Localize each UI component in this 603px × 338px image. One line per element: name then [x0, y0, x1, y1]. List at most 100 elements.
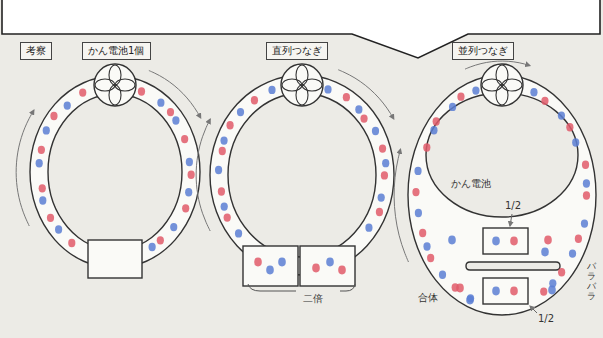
charge-dot [157, 98, 164, 106]
charge-dot [278, 258, 286, 267]
charge-dot [324, 85, 331, 93]
charge-dot [38, 146, 45, 154]
charge-dot [566, 123, 573, 131]
battery-box [243, 246, 298, 286]
charge-dot [583, 179, 590, 187]
charge-dot [448, 236, 456, 245]
charge-dot [415, 209, 422, 217]
heading-text: かん電池1個 [88, 45, 145, 57]
charge-dot [167, 108, 174, 116]
charge-dot [215, 166, 222, 174]
motor-symbol [281, 64, 323, 106]
charge-dot [492, 237, 500, 246]
charge-dot [378, 193, 385, 201]
charge-dot [188, 171, 195, 179]
charge-dot [433, 117, 440, 125]
charge-dot [381, 171, 388, 179]
charge-dot [64, 101, 71, 109]
charge-dot [186, 158, 193, 166]
wire-loop [30, 76, 200, 268]
motor-symbol [94, 64, 136, 106]
charge-dot [157, 236, 164, 244]
charge-dot [185, 188, 192, 196]
charge-dot [541, 97, 548, 105]
charge-dot [376, 208, 383, 216]
charge-dot [430, 126, 437, 134]
charge-dot [251, 96, 258, 104]
charge-dot [414, 167, 421, 175]
charge-dot [530, 88, 537, 96]
heading-text: 考察 [26, 45, 46, 57]
heading-box: かん電池1個 [82, 42, 151, 60]
charge-dot [558, 268, 565, 276]
charge-dot [79, 88, 86, 96]
charge-dot [492, 287, 500, 296]
charge-dot [457, 92, 464, 100]
charge-dot [338, 266, 346, 275]
flow-arrow [394, 149, 408, 262]
charge-dot [575, 235, 582, 243]
charge-dot [39, 196, 46, 204]
charge-dot [427, 254, 434, 262]
wire-loop [210, 75, 394, 275]
charge-dot [582, 161, 589, 169]
heading-box: 直列つなぎ [266, 42, 328, 60]
annotation-label: 1/2 [505, 200, 521, 212]
charge-dot [456, 284, 464, 293]
annotation-label: バラバラ [587, 262, 596, 302]
charge-dot [221, 202, 228, 210]
charge-dot [355, 105, 362, 113]
charge-dot [412, 188, 419, 196]
charge-dot [449, 103, 456, 111]
annotation-label: かん電池 [451, 178, 491, 190]
charge-dot [170, 223, 177, 231]
charge-dot [360, 114, 367, 122]
annotation-label: 合体 [418, 292, 438, 304]
flow-arrow [16, 110, 34, 226]
charge-dot [237, 108, 244, 116]
leader-arrow [510, 214, 512, 226]
charge-dot [423, 242, 430, 250]
flow-arrow [338, 70, 394, 119]
charge-dot [43, 126, 50, 134]
charge-dot [423, 143, 430, 151]
charge-dot [182, 204, 189, 212]
charge-dot [419, 229, 426, 237]
battery-box [88, 240, 142, 278]
charge-dot [382, 159, 389, 167]
charge-dot [172, 116, 179, 124]
heading-text: 直列つなぎ [272, 45, 322, 57]
flow-arrow [196, 119, 210, 231]
heading-box: 考察 [20, 42, 52, 60]
annotation-label: 1/2 [538, 313, 554, 325]
charge-dot [343, 93, 350, 101]
charge-dot [439, 271, 446, 279]
bracket [248, 284, 355, 291]
charge-dot [541, 248, 549, 257]
flow-arrow [465, 61, 530, 69]
charge-dot [47, 214, 54, 222]
motor-symbol [481, 64, 523, 106]
charge-dot [548, 286, 556, 295]
charge-dot [312, 264, 320, 273]
leader-arrow [530, 306, 537, 313]
charge-dot [235, 229, 242, 237]
charge-dot [583, 191, 590, 199]
charge-dot [219, 147, 226, 155]
charge-dot [55, 225, 62, 233]
charge-dot [372, 127, 379, 135]
charge-dot [326, 258, 334, 267]
wire-loop [408, 75, 596, 315]
charge-dot [39, 184, 46, 192]
charge-dot [36, 159, 43, 167]
charge-dot [510, 287, 518, 296]
charge-dot [149, 243, 156, 251]
charge-dot [254, 258, 262, 267]
charge-dot [558, 111, 565, 119]
charge-dot [472, 86, 479, 94]
charge-dot [181, 135, 188, 143]
charge-dot [544, 236, 552, 245]
charge-dot [68, 239, 75, 247]
charge-dot [365, 223, 372, 231]
